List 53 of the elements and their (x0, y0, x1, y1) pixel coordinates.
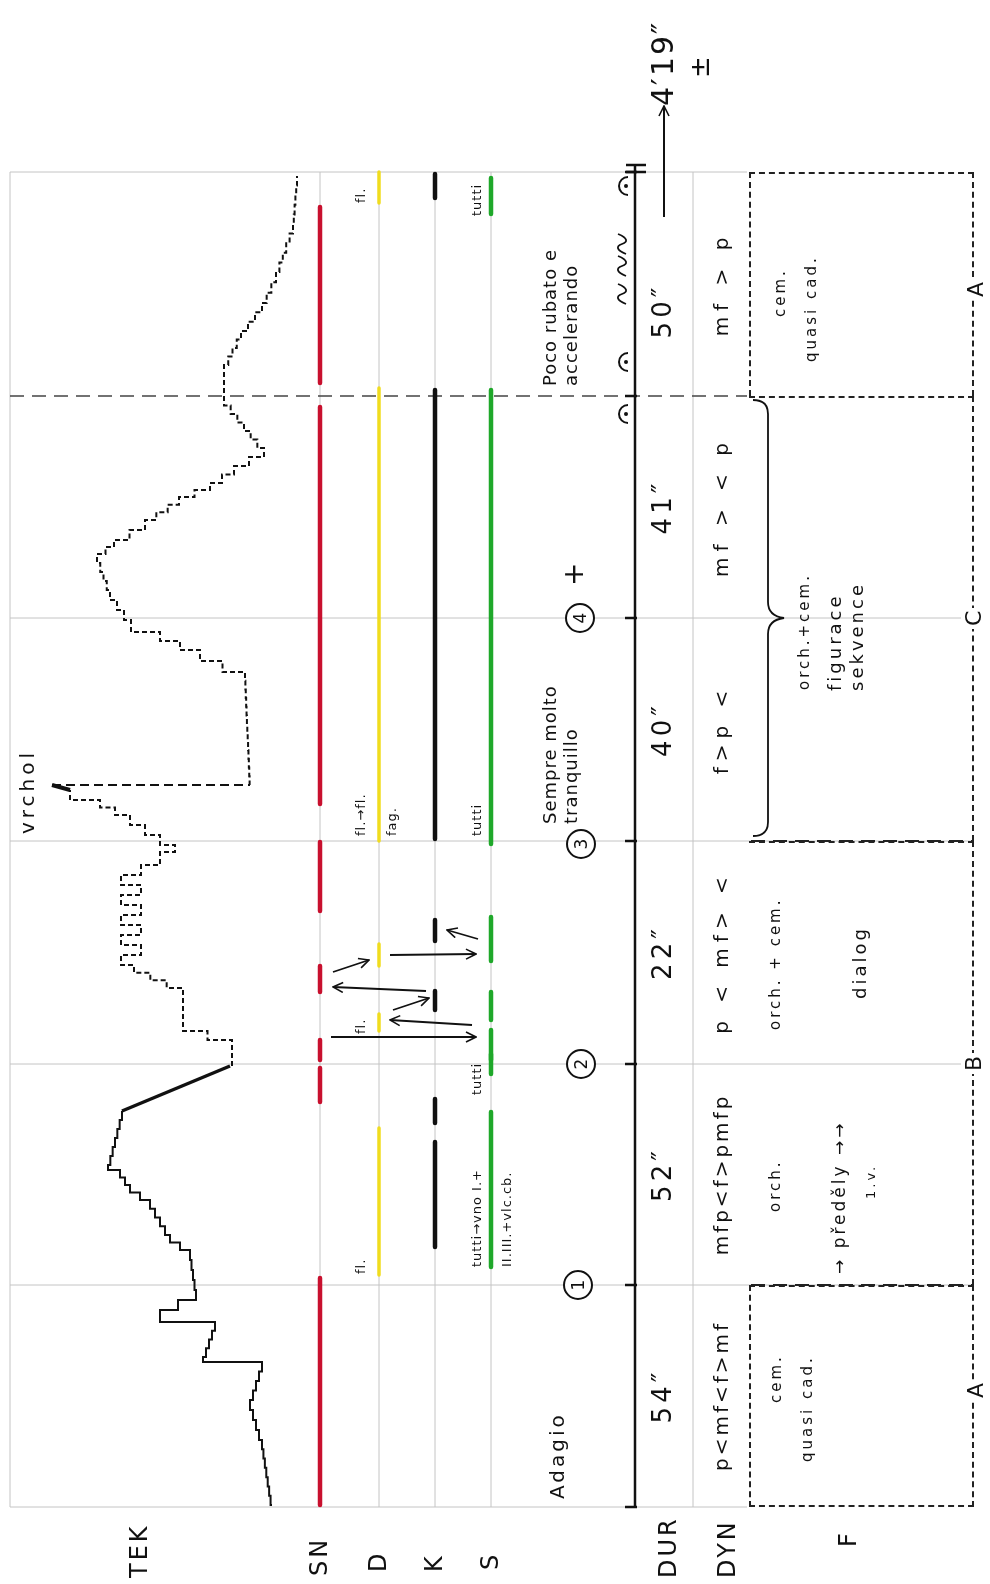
instrument-note: fl. (354, 187, 369, 203)
duration-text: 22″ (648, 924, 678, 982)
section-note: cem. (771, 268, 789, 317)
instrument-note: tutti (470, 803, 485, 836)
row-label: D (365, 1550, 393, 1572)
dynamics-text: mf > < p (710, 436, 733, 579)
duration-text: 52″ (648, 1146, 678, 1204)
duration-text: 41″ (648, 478, 678, 537)
section-note: cem. (767, 1354, 785, 1403)
arrow (658, 105, 670, 218)
instrument-note: tutti (470, 183, 485, 216)
dynamics-text: mf > p (710, 230, 733, 339)
instrument-note: fl. (354, 1258, 369, 1274)
tempo-marking: Poco rubato e accelerando (540, 248, 582, 386)
instrument-note: fag. (385, 807, 400, 836)
row-label: S (477, 1551, 505, 1570)
row-label: TEK (126, 1523, 154, 1578)
section-note: orch. + cem. (766, 897, 784, 1030)
section-note: figurace sekvence (824, 581, 868, 691)
row-label: DYN (714, 1519, 742, 1578)
dynamics-text: p<mf<f>mf (710, 1319, 733, 1474)
dynamics-text: mfp<f>pmfp (710, 1092, 733, 1258)
dynamics-text: f>p < (710, 683, 733, 777)
tempo-marking: Sempre molto tranquillo (540, 684, 582, 824)
row-label: DUR (655, 1516, 683, 1578)
instrument-note: II.III.+vlc.cb. (500, 1171, 515, 1267)
circled-number: 3 (566, 829, 596, 859)
row-label: K (421, 1553, 449, 1572)
row-label: SN (306, 1536, 334, 1576)
instrument-note: fl. (354, 1018, 369, 1034)
dynamics-text: p < mf> < (710, 870, 733, 1036)
circled-number: 2 (566, 1049, 596, 1079)
section-note: quasi cad. (798, 1355, 816, 1462)
peak-label: vrchol (16, 748, 39, 834)
circled-number: 1 (563, 1270, 593, 1300)
section-note: orch. (766, 1159, 784, 1212)
instrument-note: tutti→vno I.+ (470, 1169, 485, 1267)
instrument-note: tutti (470, 1062, 485, 1095)
plus-mark: + (558, 562, 591, 586)
tempo-marking: Adagio (546, 1412, 569, 1499)
circled-number: 4 (565, 603, 595, 633)
tolerance-sign: ± (685, 54, 716, 78)
section-note: 1.v. (863, 1163, 879, 1199)
instrument-note: fl.→fl. (354, 793, 369, 836)
section-note: → předěly →→ (829, 1120, 850, 1274)
duration-text: 50″ (648, 282, 678, 341)
section-note: orch.+cem. (795, 573, 813, 690)
section-note: quasi cad. (802, 255, 820, 362)
total-duration-text: 4′19″ (645, 20, 681, 106)
row-label: F (835, 1530, 863, 1547)
duration-text: 54″ (648, 1367, 678, 1426)
section-note: dialog (849, 926, 871, 999)
duration-text: 40″ (648, 701, 678, 759)
